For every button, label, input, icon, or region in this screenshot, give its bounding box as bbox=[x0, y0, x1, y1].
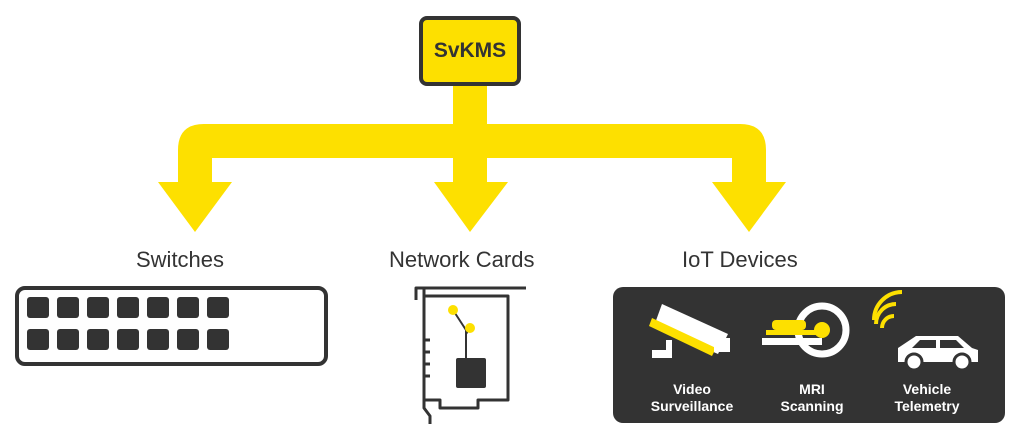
switch-port bbox=[87, 297, 109, 318]
category-label-iot-devices: IoT Devices bbox=[682, 247, 798, 272]
category-label-network-cards: Network Cards bbox=[389, 247, 535, 272]
connected-car-icon bbox=[872, 290, 978, 372]
root-label: SvKMS bbox=[433, 39, 507, 62]
mri-scanner-icon bbox=[762, 302, 850, 358]
arrow-left-shaft bbox=[178, 160, 212, 182]
iot-caption-video-surveillance: Video Surveillance bbox=[644, 381, 740, 415]
switch-port bbox=[147, 297, 169, 318]
category-label-switches: Switches bbox=[136, 247, 225, 272]
switch-port bbox=[207, 329, 229, 350]
iot-caption-line: Surveillance bbox=[650, 398, 734, 414]
arrow-right-head bbox=[712, 182, 786, 232]
iot-caption-line: Telemetry bbox=[894, 398, 960, 414]
switch-port bbox=[27, 297, 49, 318]
security-camera-icon bbox=[649, 304, 730, 358]
switch-port bbox=[57, 329, 79, 350]
switch-port bbox=[177, 329, 199, 350]
switch-port bbox=[27, 329, 49, 350]
switch-port bbox=[87, 329, 109, 350]
iot-caption-line: Video bbox=[673, 381, 711, 397]
switch-port bbox=[207, 297, 229, 318]
root-node: SvKMS bbox=[419, 16, 521, 86]
arrow-right-shaft bbox=[732, 160, 766, 182]
switch-port bbox=[57, 297, 79, 318]
iot-caption-vehicle-telemetry: Vehicle Telemetry bbox=[885, 381, 969, 415]
switch-port bbox=[117, 329, 139, 350]
arrow-left-head bbox=[158, 182, 232, 232]
iot-caption-mri-scanning: MRI Scanning bbox=[772, 381, 852, 415]
switch-port bbox=[117, 297, 139, 318]
iot-caption-line: Scanning bbox=[780, 398, 844, 414]
switch-port bbox=[177, 297, 199, 318]
iot-caption-line: MRI bbox=[799, 381, 825, 397]
iot-caption-line: Vehicle bbox=[902, 381, 952, 397]
switch-port bbox=[147, 329, 169, 350]
arrow-center-shaft bbox=[453, 136, 487, 182]
arrow-center-head bbox=[434, 182, 508, 232]
